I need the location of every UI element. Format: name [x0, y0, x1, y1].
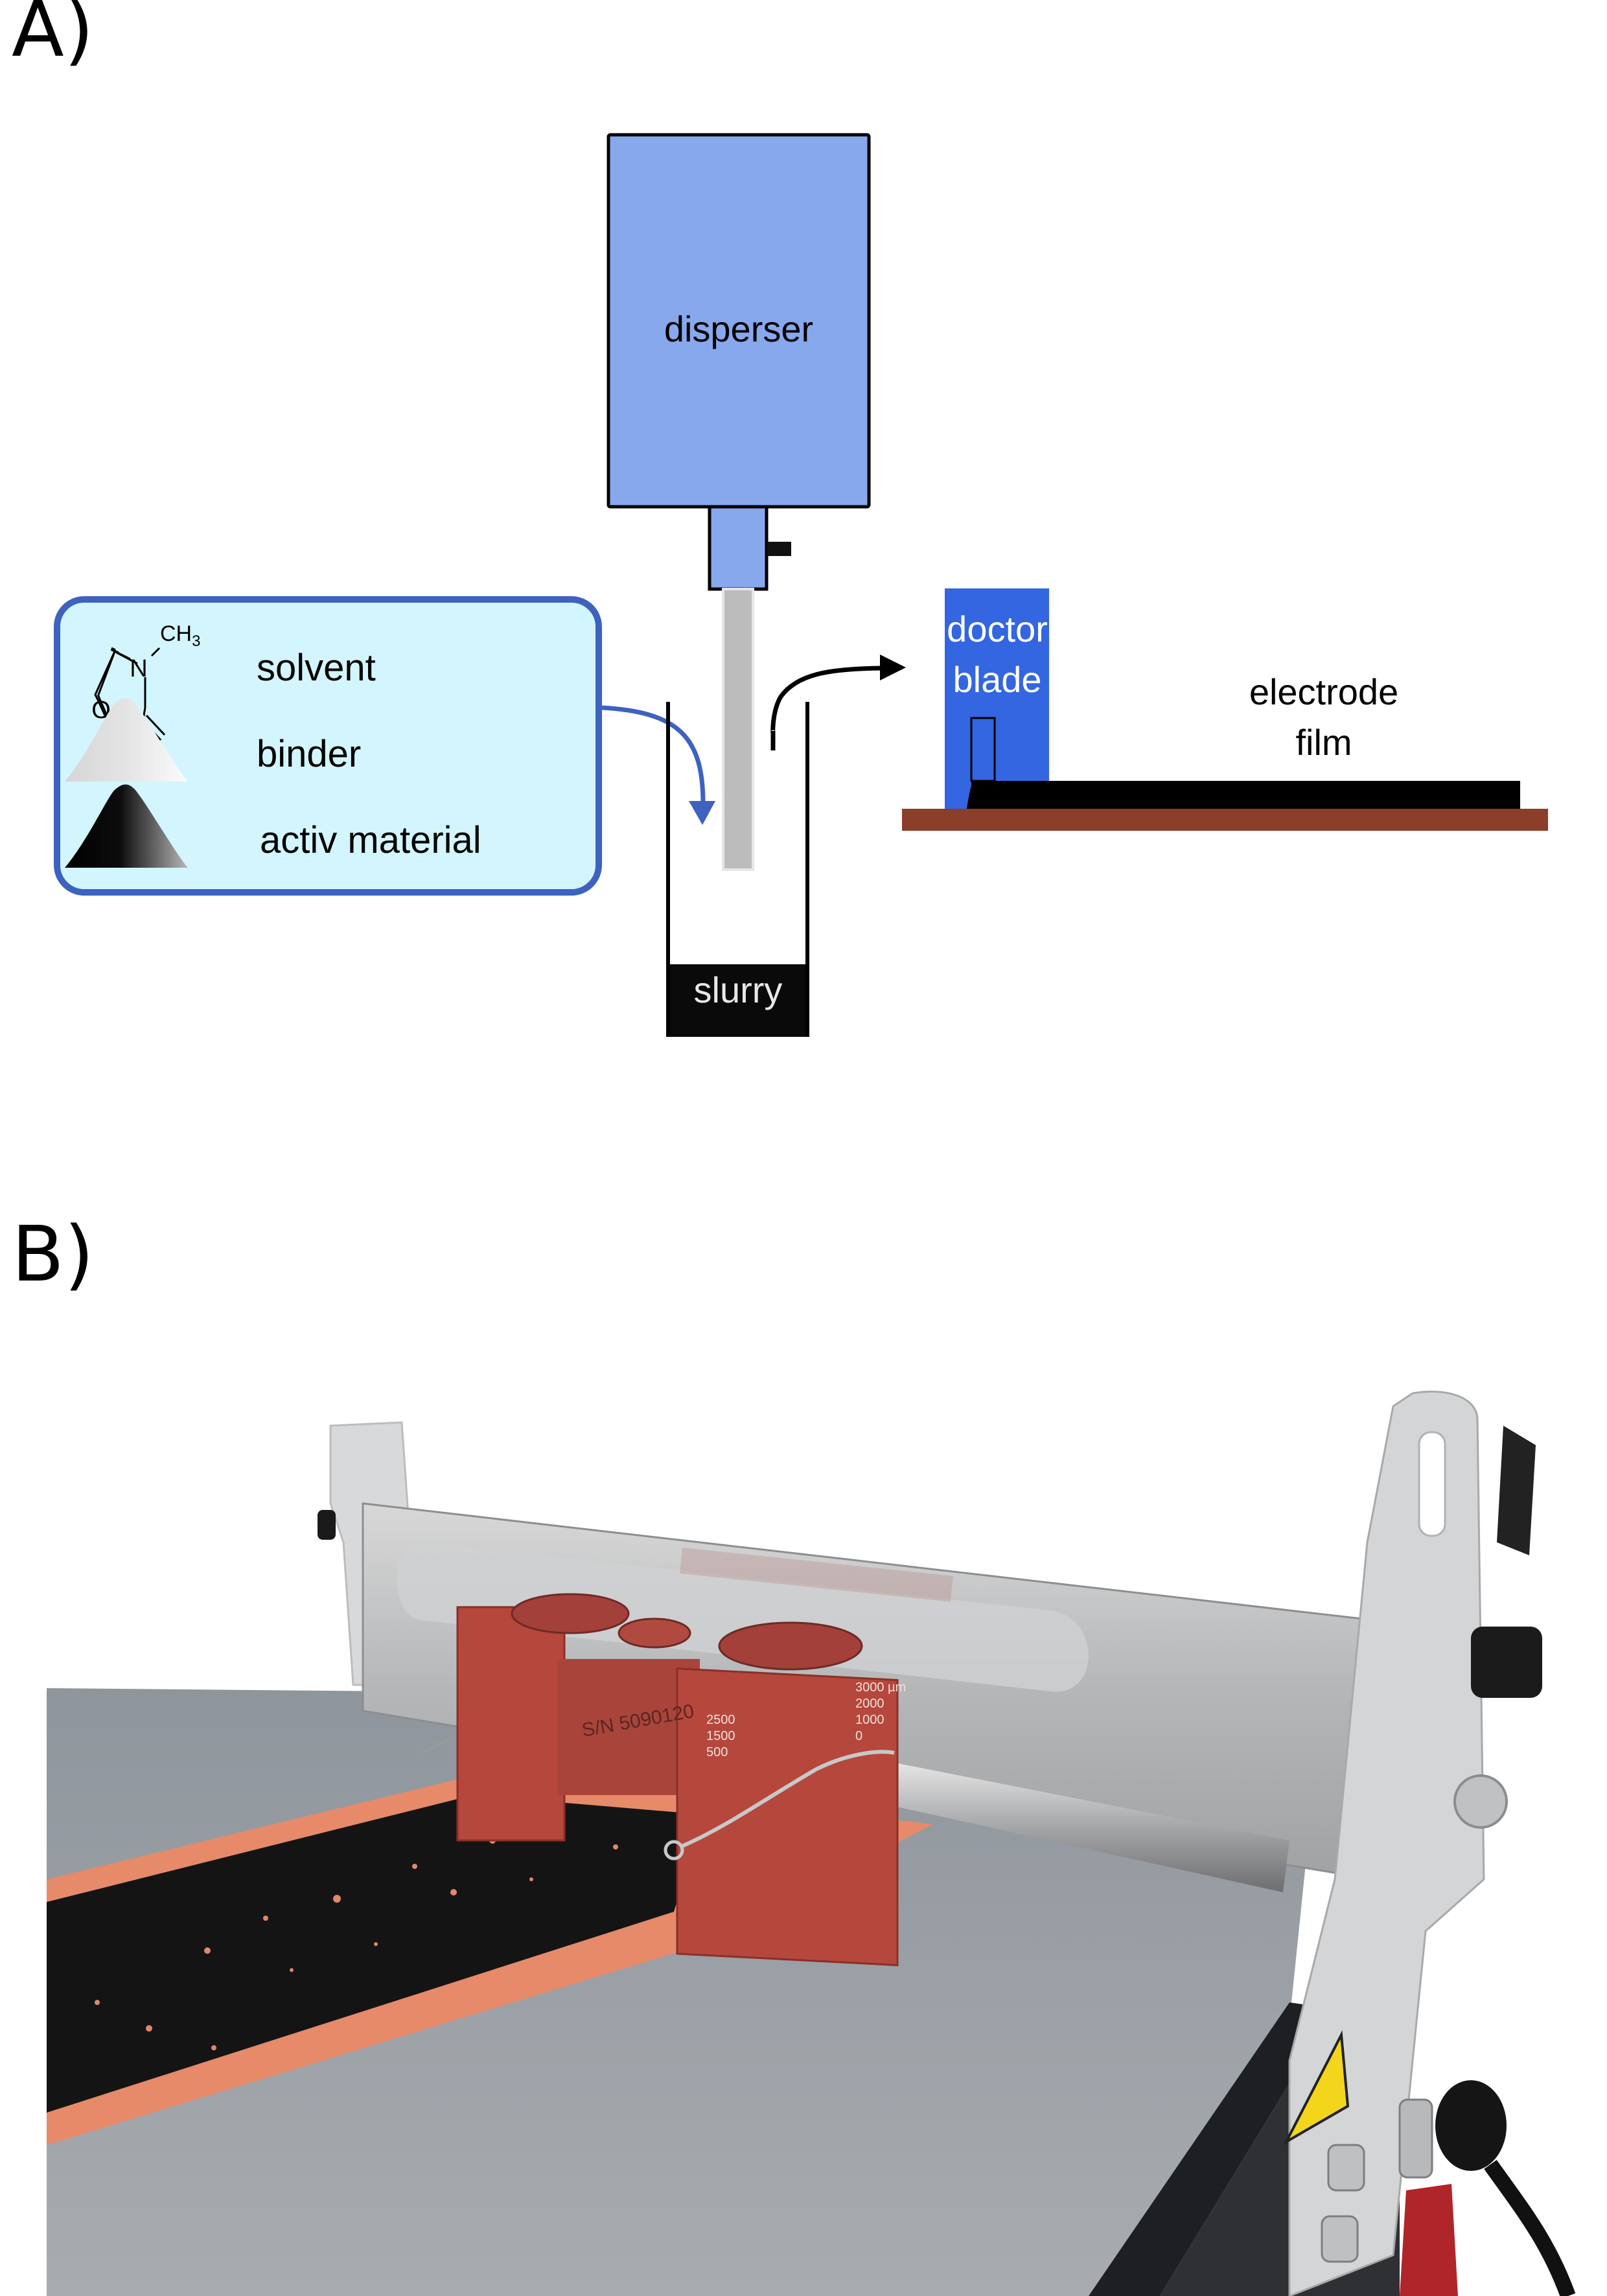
warning-sign-icon [1283, 2030, 1350, 2146]
right-micrometer-dial [718, 1621, 863, 1671]
active-material-label: activ material [260, 819, 481, 861]
svg-text:500: 500 [706, 1745, 728, 1759]
bar-reflection [680, 1548, 953, 1602]
panel-b-label: B) [12, 1209, 94, 1299]
binder-powder-icon [65, 698, 188, 782]
arrow-out-head-icon [880, 655, 906, 680]
applicator-center-block [557, 1659, 700, 1795]
right-frame-slot [1418, 1431, 1446, 1537]
guide-rod [888, 1763, 1289, 1892]
svg-text:2500: 2500 [706, 1713, 735, 1727]
svg-text:3000 µm: 3000 µm [855, 1680, 906, 1695]
svg-text:0: 0 [855, 1729, 862, 1743]
ingredients-box: N CH3 O solvent binder activ material [54, 596, 602, 896]
electrode-film-layer [994, 781, 1520, 809]
lock-screw-2 [1321, 2215, 1359, 2263]
applicator-left-cheek [456, 1606, 566, 1842]
lock-screw-1 [1327, 2144, 1365, 2192]
binder-label: binder [257, 733, 361, 775]
left-knob [318, 1510, 336, 1540]
height-adjust-knob [1471, 1627, 1542, 1698]
substrate-plate [902, 809, 1548, 831]
center-lock-knob [618, 1618, 691, 1649]
pull-wire [679, 1750, 895, 1849]
doctor-blade-body [945, 588, 1049, 809]
nmp-methyl: CH3 [160, 621, 200, 650]
disperser-label: disperser [664, 308, 813, 349]
doctor-blade-coater: doctor blade [902, 588, 1548, 831]
arrow-in-head-icon [689, 801, 715, 825]
svg-text:1500: 1500 [706, 1729, 735, 1743]
gap-scale-left: 2500 1500 500 [706, 1713, 735, 1759]
ingredients-box-frame [54, 596, 602, 896]
table-front-edge [1089, 2002, 1335, 2296]
nmp-nitrogen: N [130, 655, 147, 682]
red-base-housing [1400, 2184, 1458, 2296]
svg-text:1000: 1000 [855, 1713, 884, 1727]
beaker-to-coater-arrow [770, 666, 882, 750]
power-cable [1484, 2160, 1576, 2296]
beaker: slurry [666, 702, 809, 1037]
solvent-label: solvent [257, 647, 376, 689]
process-schematic: disperser N CH3 O solvent [54, 133, 1548, 1037]
lever-handle [1497, 1426, 1536, 1555]
ingredients-to-beaker-arrow [600, 705, 706, 815]
slurry-label: slurry [694, 969, 783, 1010]
applicator-right-cheek [676, 1667, 899, 1967]
left-wire-hook [420, 1735, 455, 1755]
active-material-powder-icon [65, 784, 188, 868]
electrode-coating [47, 1795, 703, 2113]
doctor-blade-applicator: S/N 5090120 2500 1500 500 3000 µm 2000 1… [420, 1593, 906, 1967]
disperser: disperser [607, 133, 871, 871]
electrode-film-label-line2: film [1295, 722, 1352, 763]
blade-gap [971, 781, 995, 809]
doctor-blade-label-line2: blade [953, 659, 1041, 700]
disperser-motor-neck [708, 505, 769, 591]
blade-edge [970, 717, 996, 782]
electrode-film-label-line1: electrode [1249, 671, 1398, 712]
doctor-blade-label-line1: doctor [947, 609, 1048, 649]
film-applicator-photo: S/N 5090120 2500 1500 500 3000 µm 2000 1… [47, 1390, 1576, 2296]
pull-wire-ring [664, 1840, 684, 1861]
svg-text:2000: 2000 [855, 1697, 884, 1711]
slurry-fill [666, 964, 809, 1037]
disperser-shaft [722, 588, 754, 871]
disperser-switch [767, 542, 791, 556]
star-knob [1435, 2080, 1507, 2171]
lock-screw-3 [1398, 2098, 1433, 2179]
pivot-screw [1453, 1774, 1508, 1829]
gap-scale-right: 3000 µm 2000 1000 0 [855, 1680, 906, 1743]
guide-bar-slot [397, 1542, 1089, 1692]
left-micrometer-dial [511, 1593, 630, 1634]
panel-a-label: A) [12, 0, 94, 74]
